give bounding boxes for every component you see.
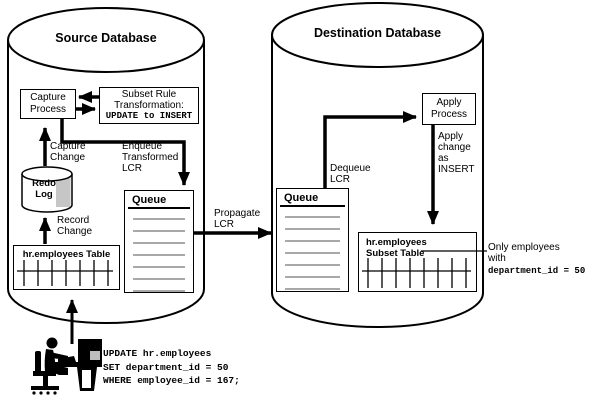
subset-rule-line2: Transformation: [114,100,184,111]
enqueue-arrow [60,118,190,186]
subset-note-line2: with [488,253,506,264]
queue-entry-line [133,290,185,292]
source-table-label: hr.employees Table [22,249,111,260]
propagate-label: Propagate LCR [214,208,261,230]
queue-entry-line [285,276,340,278]
source-table-rows-icon [17,260,113,286]
destination-queue-title: Queue [284,192,319,204]
dequeue-label: Dequeue LCR [330,163,371,185]
subset-note-code: department_id = 50 [488,266,586,276]
queue-entry-line [133,266,185,268]
queue-entry-line [285,264,340,266]
queue-entry-line [285,252,340,254]
capture-change-label: Capture Change [50,141,86,163]
source-queue-box: Queue [124,190,194,293]
source-table-box: hr.employees Table [13,245,120,290]
queue-entry-line [133,218,185,220]
queue-entry-line [285,240,340,242]
dequeue-arrow [323,111,417,188]
source-database-title: Source Database [55,31,157,45]
queue-title-rule [280,205,345,207]
subset-rule-code: UPDATE to INSERT [105,111,193,121]
queue-entry-line [285,216,340,218]
queue-entry-line [133,254,185,256]
subset-note: Only employees with department_id = 50 [488,242,600,277]
record-change-label: Record Change [57,215,93,237]
queue-entry-line [285,228,340,230]
subset-table-line1: hr.employees [366,237,427,248]
subset-rule-transformation-box: Subset Rule Transformation: UPDATE to IN… [99,87,199,124]
apply-change-label: Apply change as INSERT [438,131,475,175]
person-at-computer-icon [31,337,102,395]
destination-queue-box: Queue [276,188,349,292]
enqueue-label: Enqueue Transformed LCR [122,141,179,174]
subset-rule-line1: Subset Rule [121,89,177,100]
redo-log-label: Redo Log [32,178,56,200]
apply-process-box: Apply Process [422,93,476,125]
subset-table-rows-icon [362,258,471,288]
queue-entry-line [133,230,185,232]
destination-database-title: Destination Database [313,26,442,40]
redo-log-cylinder [21,166,73,213]
subset-table-line2: Subset Table [366,248,425,259]
queue-entry-line [285,288,340,290]
subset-note-line1: Only employees [488,242,560,253]
capture-process-box: Capture Process [20,89,76,119]
queue-entry-line [133,278,185,280]
queue-entry-line [133,242,185,244]
subset-table-box: hr.employees Subset Table [358,232,477,292]
sql-statement: UPDATE hr.employees SET department_id = … [103,348,240,386]
queue-title-rule [128,207,190,209]
source-database-cylinder [7,7,205,324]
source-queue-title: Queue [132,194,167,206]
